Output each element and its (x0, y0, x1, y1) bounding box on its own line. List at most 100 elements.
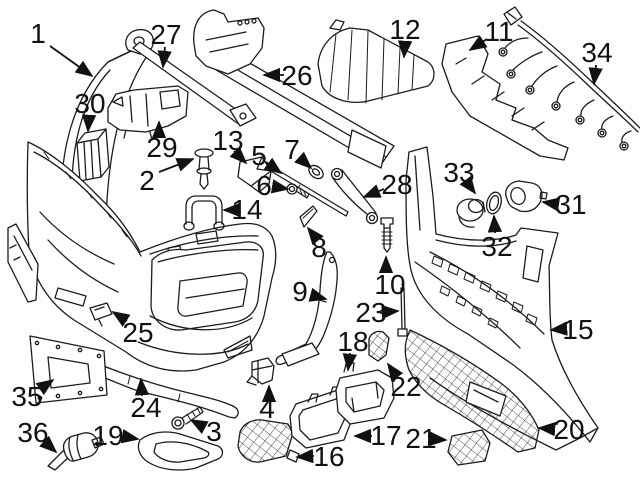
callout-27-arrow (157, 46, 172, 69)
callout-30-label: 30 (74, 88, 105, 119)
callout-35-label: 35 (11, 381, 42, 412)
callout-30-arrow (81, 114, 97, 133)
callout-7: 7 (284, 134, 313, 170)
callout-28-arrow (362, 184, 385, 198)
callout-33-label: 33 (443, 157, 474, 188)
callout-30: 30 (74, 88, 106, 133)
callout-24: 24 (130, 377, 162, 423)
part-21-drawing (447, 429, 491, 466)
callout-31-label: 31 (555, 189, 586, 220)
callout-36-label: 36 (17, 417, 48, 448)
callout-26-label: 26 (281, 60, 312, 91)
callout-9: 9 (292, 276, 328, 307)
callout-10-label: 10 (374, 269, 405, 300)
callout-25: 25 (111, 311, 154, 348)
callout-13: 13 (212, 125, 248, 165)
callout-18-label: 18 (337, 326, 368, 357)
part-30-drawing (76, 128, 110, 182)
part-29-drawing (107, 85, 189, 141)
callout-13-label: 13 (212, 125, 243, 156)
part-9-drawing (275, 251, 338, 367)
callout-29-label: 29 (146, 132, 177, 163)
callout-4-label: 4 (259, 393, 275, 424)
part-32-drawing (486, 191, 502, 215)
callout-5-label: 5 (251, 140, 267, 171)
callout-8-arrow (306, 226, 324, 246)
callout-29: 29 (146, 120, 178, 163)
callout-14-label: 14 (231, 194, 262, 225)
part-3-drawing (171, 406, 204, 430)
callout-16-label: 16 (313, 441, 344, 472)
callout-36-arrow (39, 435, 58, 454)
callout-21-arrow (429, 431, 448, 447)
callout-27-label: 27 (150, 19, 181, 50)
part-25-drawing (89, 302, 113, 327)
part-33-drawing (456, 198, 486, 228)
callout-31-arrow (541, 197, 561, 212)
callout-34-arrow (588, 64, 603, 86)
callout-3: 3 (189, 416, 222, 447)
callout-25-arrow (111, 311, 131, 327)
callout-17: 17 (353, 420, 402, 451)
callout-12: 12 (389, 14, 421, 59)
callout-22: 22 (386, 362, 422, 402)
callout-32-arrow (487, 214, 503, 234)
callout-28: 28 (362, 169, 413, 200)
callout-14: 14 (222, 194, 263, 225)
part-18-drawing (335, 362, 395, 425)
part-23-drawing (397, 283, 408, 337)
callout-9-label: 9 (292, 276, 308, 307)
part-8-drawing (299, 205, 318, 228)
callout-6-arrow (270, 179, 290, 194)
callout-7-arrow (294, 151, 313, 170)
callout-28-label: 28 (381, 169, 412, 200)
callout-6: 6 (256, 170, 290, 201)
callout-1-arrow (49, 45, 94, 78)
callout-32-label: 32 (481, 231, 512, 262)
callout-16-arrow (295, 448, 315, 464)
callout-4: 4 (259, 384, 277, 424)
part-14-drawing (183, 195, 225, 231)
callout-19-label: 19 (92, 420, 123, 451)
callout-33: 33 (443, 157, 477, 195)
callout-12-label: 12 (389, 14, 420, 45)
callout-20: 20 (537, 414, 585, 445)
callout-26: 26 (262, 60, 313, 91)
callout-2-arrow (158, 158, 195, 173)
callout-5: 5 (251, 140, 283, 175)
part-15-drawing (405, 146, 599, 451)
part-16-drawing (237, 419, 300, 463)
callout-16: 16 (295, 441, 345, 472)
callout-25-label: 25 (122, 317, 153, 348)
callout-12-arrow (397, 40, 413, 59)
callout-20-arrow (537, 421, 556, 437)
callout-1-label: 1 (30, 18, 46, 49)
callout-22-arrow (386, 362, 404, 382)
callout-18-arrow (342, 352, 358, 372)
callout-13-arrow (229, 146, 248, 165)
callout-8-label: 8 (311, 232, 327, 263)
callout-9-arrow (308, 287, 328, 302)
callout-18: 18 (337, 326, 369, 372)
callout-20-label: 20 (553, 414, 584, 445)
part-28-drawing (330, 167, 379, 225)
callout-15-label: 15 (562, 314, 593, 345)
callout-21: 21 (405, 423, 448, 454)
callout-3-arrow (189, 419, 209, 435)
callout-22-label: 22 (390, 371, 421, 402)
part-2-drawing (194, 148, 214, 190)
part-22-drawing (368, 330, 390, 362)
part-31-drawing (505, 180, 548, 213)
callout-31: 31 (541, 189, 587, 220)
callout-19-arrow (120, 429, 140, 444)
callout-11-label: 11 (484, 16, 513, 47)
callout-17-label: 17 (370, 420, 401, 451)
callout-21-label: 21 (405, 423, 436, 454)
main-fascia-drawing (26, 141, 277, 372)
callout-34: 34 (581, 37, 613, 86)
callout-24-label: 24 (130, 392, 161, 423)
part-36-drawing (47, 432, 105, 471)
callout-34-label: 34 (581, 37, 612, 68)
callout-7-label: 7 (284, 134, 300, 165)
